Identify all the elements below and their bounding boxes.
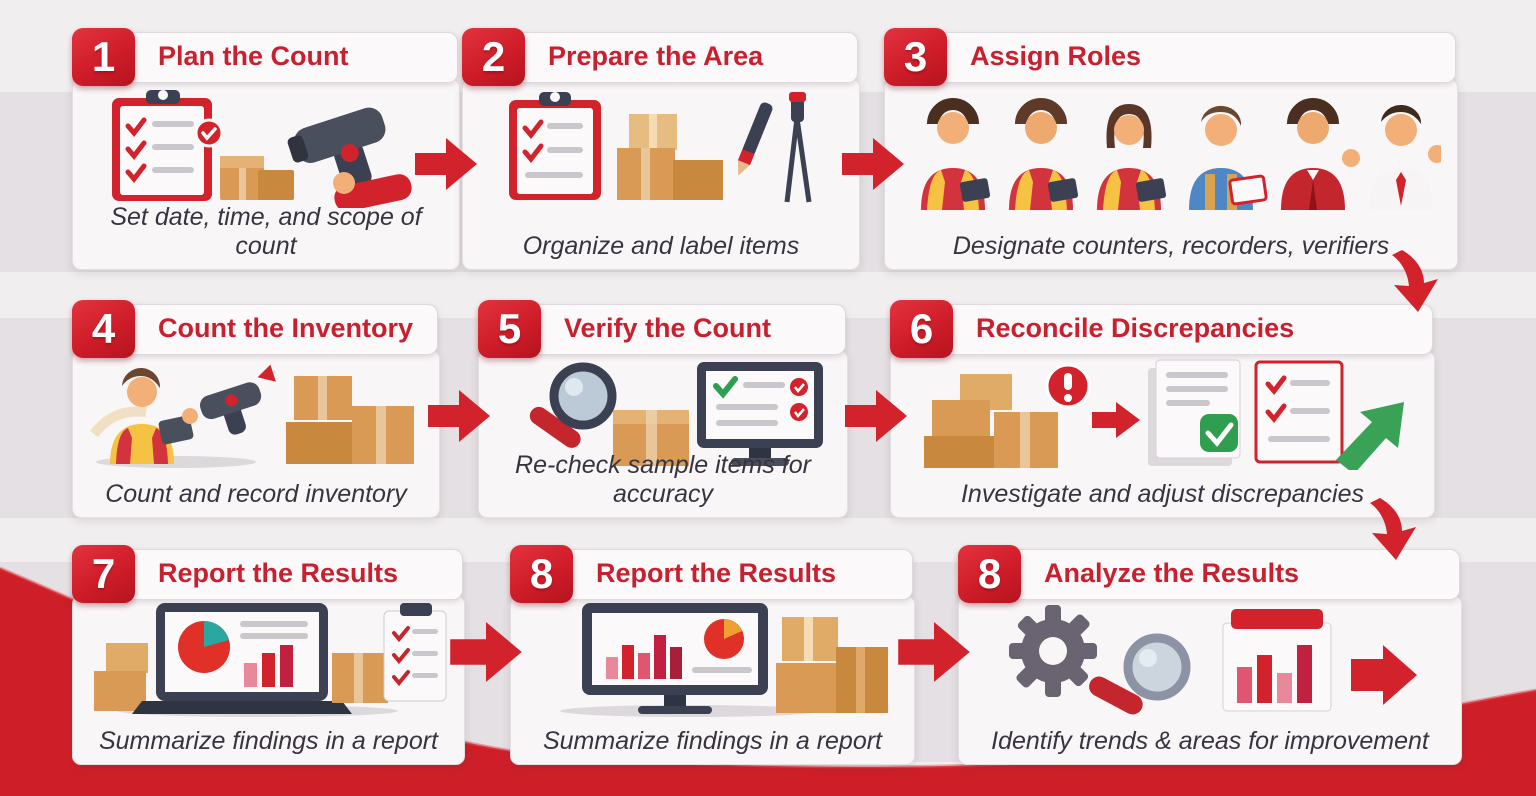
step-title: Report the Results [158,558,399,588]
step-header [488,32,858,83]
boxes-icon [923,374,1058,468]
arrow-right-icon [1351,645,1417,705]
boxes-icon [286,376,414,464]
prepare-illustration [509,92,812,203]
step-card-7: Summarize findings in a report 7 Report … [72,545,465,765]
count-illustration [90,364,414,468]
reconcile-illustration [923,359,1404,470]
step-card-2: Organize and label items 2 Prepare the A… [462,28,860,270]
step-number-badge: 8 [958,545,1021,603]
step-header [916,304,1433,355]
boxes-icon [775,617,888,713]
chart-board-icon [1222,609,1332,712]
step-header [504,304,846,355]
report-laptop-illustration [93,603,446,717]
assign-roles-illustration [921,98,1441,210]
green-arrow-icon [1335,402,1404,470]
barcode-scanner-icon [199,364,276,435]
boxes-icon [617,114,723,200]
flow-arrow-right-1 [415,138,477,190]
step-number-badge: 2 [462,28,525,86]
step-number-badge: 8 [510,545,573,603]
clipboard-checklist-icon [383,603,446,702]
document-check-icon [1147,359,1240,466]
alert-icon [1045,363,1090,409]
arrow-right-icon [1091,402,1140,438]
step-header [98,304,438,355]
flow-arrow-right-5 [450,622,522,682]
label-stand-icon [784,92,812,203]
gear-icon [1009,605,1097,697]
step-title: Plan the Count [158,41,349,71]
step-caption: Designate counters, recorders, verifiers [952,232,1390,260]
monitor-checklist-icon [697,362,823,466]
step-title: Reconcile Discrepancies [976,313,1295,343]
hand-icon [333,172,412,208]
flow-arrow-right-2 [842,138,904,190]
step-caption: Summarize findings in a report [542,727,883,755]
laptop-chart-icon [131,603,352,714]
plan-illustration [112,90,412,208]
step-title: Analyze the Results [1044,558,1300,588]
tablet-icon [1135,178,1167,202]
box-icon [613,410,689,466]
step-card-1: Set date, time, and scope of count 1 Pla… [72,28,460,270]
analyze-illustration [1009,605,1417,715]
step-card-4: Count and record inventory 4 Count the I… [72,300,440,518]
step-number-badge: 3 [884,28,947,86]
flow-arrow-right-3 [428,390,490,442]
hand-icon [1428,145,1441,163]
report-monitor-illustration [559,603,888,717]
verify-illustration [529,362,823,466]
magnifier-icon [1089,633,1191,715]
document-redcheck-icon [1254,360,1343,464]
step-caption: Identify trends & areas for improvement [991,727,1429,755]
worker-icon [110,367,198,464]
step-title: Prepare the Area [548,41,764,71]
step-card-9: Identify trends & areas for improvement … [958,545,1462,765]
step-caption: Organize and label items [522,232,800,260]
tablet-icon [1047,178,1079,202]
step-caption: Count and record inventory [105,480,407,508]
boxes-icon [331,653,388,703]
magnifier-icon [529,362,617,448]
step-title: Count the Inventory [158,313,413,343]
hand-icon [1342,149,1360,167]
swoosh-decoration [90,406,147,438]
tablet-icon [158,415,194,445]
step-card-3: Designate counters, recorders, verifiers… [884,28,1458,270]
hand-icon [182,408,198,424]
step-caption: Summarize findings in a report [98,727,439,755]
flow-arrow-down-1 [1388,250,1446,312]
card-icon [1228,174,1268,206]
flow-arrow-right-6 [898,622,970,682]
barcode-scanner-icon [287,107,386,190]
step-card-5: Re-check sample items for accuracy 5 Ver… [478,300,848,518]
step-caption: Re-check sample items for accuracy [515,451,811,508]
clipboard-checklist-icon [112,90,224,201]
monitor-chart-icon [581,603,768,714]
tablet-icon [959,178,991,202]
step-caption: Set date, time, and scope of count [110,203,422,260]
step-number-badge: 7 [72,545,135,603]
boxes-icon [220,156,294,200]
step-header [910,32,1456,83]
step-title: Assign Roles [970,41,1142,71]
step-caption: Investigate and adjust discrepancies [960,480,1365,508]
step-number-badge: 4 [72,300,135,358]
step-header [98,32,458,83]
team-people-icon [921,98,1441,210]
step-card-6: Investigate and adjust discrepancies 6 R… [890,300,1435,518]
step-number-badge: 6 [890,300,953,358]
clipboard-checklist-icon [509,92,601,200]
flow-arrow-down-2 [1366,498,1424,560]
boxes-icon [93,643,148,711]
step-number-badge: 1 [72,28,135,86]
marker-icon [737,102,773,176]
step-title: Verify the Count [564,313,772,343]
step-title: Report the Results [596,558,837,588]
flow-arrow-right-4 [845,390,907,442]
step-card-8: Summarize findings in a report 8 Report … [510,545,915,765]
step-number-badge: 5 [478,300,541,358]
